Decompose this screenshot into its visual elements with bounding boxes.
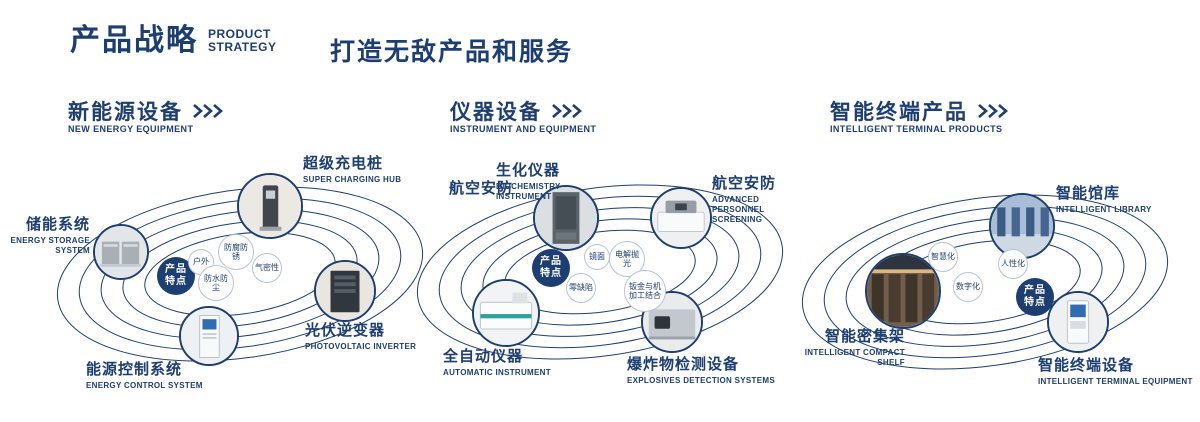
page-title-en-line1: PRODUCT bbox=[208, 27, 271, 41]
section-title-text: 新能源设备 bbox=[68, 101, 183, 124]
item-label-biochemistry-instrument: 生化仪器 BIOCHEMISTRY INSTRUMENT bbox=[496, 162, 561, 201]
feature-bubble: 人性化 bbox=[998, 249, 1028, 279]
page-title: 产品战略 bbox=[70, 24, 198, 57]
item-label-automatic-instrument: 全自动仪器 AUTOMATIC INSTRUMENT bbox=[443, 348, 551, 377]
triple-arrow-icon bbox=[552, 104, 582, 118]
aviation-security-label: 航空安防 bbox=[449, 180, 514, 197]
section-title-instruments: 仪器设备 bbox=[450, 96, 585, 126]
triple-arrow-icon bbox=[978, 104, 1008, 118]
super-charging-hub-photo bbox=[237, 173, 303, 239]
automatic-instrument-photo bbox=[472, 279, 540, 347]
header: 产品战略 PRODUCT STRATEGY bbox=[70, 24, 276, 57]
item-label-super-charging-hub: 超级充电桩 SUPER CHARGING HUB bbox=[303, 155, 402, 184]
item-label-explosives-detection: 爆炸物检测设备 EXPLOSIVES DETECTION SYSTEMS bbox=[627, 356, 775, 385]
item-label-intelligent-library: 智能馆库 INTELLIGENT LIBRARY bbox=[1056, 185, 1152, 214]
section-subtitle-new-energy: NEW ENERGY EQUIPMENT bbox=[68, 124, 194, 134]
page-title-en-line2: STRATEGY bbox=[208, 40, 277, 55]
energy-storage-photo bbox=[93, 224, 149, 280]
feature-bubble: 气密性 bbox=[252, 253, 282, 283]
intelligent-library-photo bbox=[989, 193, 1055, 259]
feature-bubble: 智慧化 bbox=[928, 242, 958, 272]
feature-bubble: 镜面 bbox=[584, 244, 610, 270]
intelligent-terminal-photo bbox=[1047, 291, 1109, 353]
section-title-text: 仪器设备 bbox=[450, 101, 542, 124]
personnel-screening-photo bbox=[650, 187, 712, 249]
energy-control-system-photo bbox=[179, 306, 239, 366]
photovoltaic-inverter-photo bbox=[314, 260, 376, 322]
section-title-text: 智能终端产品 bbox=[830, 101, 968, 124]
feature-bubble: 防腐防锈 bbox=[218, 234, 254, 270]
page-title-en: PRODUCT STRATEGY bbox=[208, 27, 277, 55]
slogan: 打造无敌产品和服务 bbox=[330, 38, 574, 66]
item-label-personnel-screening: 航空安防 ADVANCED PERSONNEL SCREENING bbox=[712, 175, 777, 224]
product-features-badge: 产品特点 bbox=[532, 249, 570, 287]
feature-bubble: 零缺陷 bbox=[566, 273, 596, 303]
item-label-energy-storage: 储能系统 ENERGY STORAGE SYSTEM bbox=[10, 216, 90, 255]
section-subtitle-instruments: INSTRUMENT AND EQUIPMENT bbox=[450, 124, 597, 134]
intelligent-compact-shelf-photo bbox=[865, 253, 941, 329]
section-title-new-energy: 新能源设备 bbox=[68, 96, 226, 126]
orbit-rings-new-energy bbox=[56, 186, 424, 362]
feature-bubble: 防水防尘 bbox=[198, 265, 234, 301]
section-title-terminals: 智能终端产品 bbox=[830, 96, 1011, 126]
orbit-rings-terminals bbox=[801, 194, 1169, 370]
item-label-intelligent-terminal: 智能终端设备 INTELLIGENT TERMINAL EQUIPMENT bbox=[1038, 357, 1193, 386]
item-label-photovoltaic-inverter: 光伏逆变器 PHOTOVOLTAIC INVERTER bbox=[305, 322, 417, 351]
feature-bubble: 钣金与机加工结合 bbox=[624, 270, 666, 312]
feature-bubble: 户外 bbox=[188, 249, 214, 275]
section-subtitle-terminals: INTELLIGENT TERMINAL PRODUCTS bbox=[830, 124, 1003, 134]
triple-arrow-icon bbox=[193, 104, 223, 118]
item-label-energy-control-system: 能源控制系统 ENERGY CONTROL SYSTEM bbox=[86, 361, 203, 390]
product-features-badge: 产品特点 bbox=[1016, 278, 1054, 316]
biochemistry-instrument-photo bbox=[533, 185, 599, 251]
item-label-intelligent-compact-shelf: 智能密集架 INTELLIGENT COMPACT SHELF bbox=[804, 328, 905, 367]
feature-bubble: 数字化 bbox=[953, 272, 983, 302]
